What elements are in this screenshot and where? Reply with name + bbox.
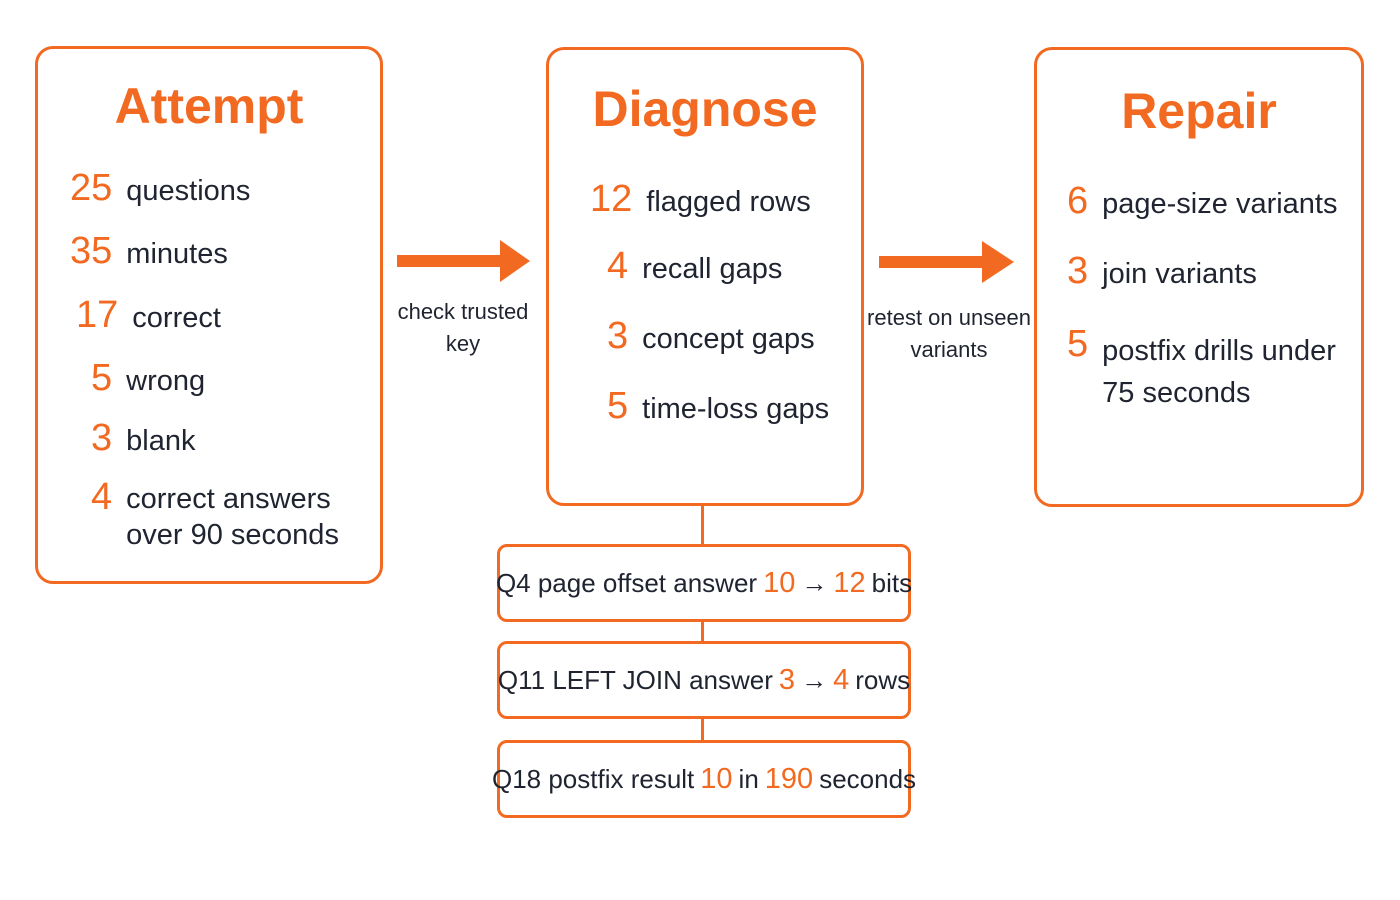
diagnose-box: Diagnose 12 flagged rows 4 recall gaps 3… xyxy=(546,47,864,506)
diagnose-item-label: recall gaps xyxy=(642,253,783,285)
flagged-row-unit: rows xyxy=(855,664,911,695)
diagnose-item-flagged-rows: 12 flagged rows xyxy=(590,178,811,221)
attempt-item-minutes: 35 minutes xyxy=(70,230,228,273)
diagnose-item-label: concept gaps xyxy=(642,323,815,355)
diagnose-item-label: time-loss gaps xyxy=(642,393,830,425)
diagnose-title: Diagnose xyxy=(592,81,818,137)
attempt-item-number: 35 xyxy=(70,230,113,272)
flagged-row-q18: Q18 postfix result 10 in 190 seconds xyxy=(492,740,916,818)
repair-item-postfix: 5 postfix drills under 75 seconds xyxy=(1067,324,1336,414)
connector-line xyxy=(701,622,704,642)
attempt-item-label: blank xyxy=(126,425,196,457)
repair-item-label-line1: postfix drills under xyxy=(1102,335,1336,367)
diagnose-item-concept-gaps: 3 concept gaps xyxy=(607,315,815,358)
attempt-item-number: 17 xyxy=(76,294,119,336)
connector-line xyxy=(701,506,704,544)
diagnose-item-number: 12 xyxy=(590,178,633,220)
flagged-row-to-value: 12 xyxy=(833,566,866,599)
flagged-row-time-value: 190 xyxy=(764,762,814,795)
attempt-item-slow-correct: 4 correct answers over 90 seconds xyxy=(91,477,339,553)
diagnose-item-time-loss-gaps: 5 time-loss gaps xyxy=(607,385,829,428)
arrow-label-line1: check trusted xyxy=(397,299,529,324)
flagged-row-from-value: 10 xyxy=(763,566,796,599)
attempt-item-label-line1: correct answers xyxy=(126,483,331,515)
repair-item-label-line2: 75 seconds xyxy=(1102,377,1251,409)
attempt-item-wrong: 5 wrong xyxy=(91,357,205,400)
flagged-row-q4: Q4 page offset answer 10 → 12 bits xyxy=(495,544,913,622)
flagged-row-result-value: 10 xyxy=(700,762,733,795)
flagged-row-from-value: 3 xyxy=(778,663,796,696)
attempt-title: Attempt xyxy=(114,78,304,134)
arrow-label-line2: key xyxy=(445,331,481,356)
arrow-attempt-to-diagnose xyxy=(397,240,530,282)
attempt-item-label: correct xyxy=(132,302,221,334)
repair-item-number: 6 xyxy=(1067,180,1089,222)
arrow-label-retest: retest on unseen variants xyxy=(866,302,1032,366)
arrow-right-icon: → xyxy=(801,664,828,695)
attempt-item-number: 25 xyxy=(70,167,113,209)
flagged-row-unit: bits xyxy=(871,567,913,598)
attempt-item-correct: 17 correct xyxy=(76,294,221,337)
repair-item-number: 5 xyxy=(1067,323,1089,365)
flagged-row-text: Q4 page offset answer xyxy=(495,567,758,598)
arrow-label-line2: variants xyxy=(910,337,988,362)
arrow-diagnose-to-repair xyxy=(879,241,1014,283)
attempt-box: Attempt 25 questions 35 minutes 17 corre… xyxy=(35,46,383,584)
attempt-item-number: 4 xyxy=(91,476,113,518)
repair-item-join: 3 join variants xyxy=(1067,250,1257,293)
repair-item-label: postfix drills under 75 seconds xyxy=(1102,330,1336,414)
repair-item-number: 3 xyxy=(1067,250,1089,292)
attempt-item-number: 5 xyxy=(91,357,113,399)
repair-item-page-size: 6 page-size variants xyxy=(1067,180,1337,223)
diagnose-item-recall-gaps: 4 recall gaps xyxy=(607,245,782,288)
diagnose-item-number: 3 xyxy=(607,315,629,357)
attempt-item-number: 3 xyxy=(91,417,113,459)
repair-item-label: page-size variants xyxy=(1102,188,1338,220)
flagged-row-unit: seconds xyxy=(819,763,917,794)
attempt-item-blank: 3 blank xyxy=(91,417,195,460)
diagnose-item-label: flagged rows xyxy=(646,186,811,218)
attempt-item-label: minutes xyxy=(126,238,228,270)
flagged-row-text: Q18 postfix result xyxy=(491,763,695,794)
attempt-item-label-line2: over 90 seconds xyxy=(126,519,339,551)
attempt-item-label: wrong xyxy=(126,365,206,397)
repair-item-label: join variants xyxy=(1102,258,1257,290)
flagged-row-to-value: 4 xyxy=(833,663,850,696)
repair-title: Repair xyxy=(1121,83,1277,139)
arrow-right-icon: → xyxy=(801,567,828,598)
attempt-item-label: questions xyxy=(126,175,251,207)
connector-line xyxy=(701,718,704,740)
flagged-row-connector-word: in xyxy=(738,763,759,794)
diagnose-item-number: 5 xyxy=(607,385,629,427)
attempt-item-questions: 25 questions xyxy=(70,167,250,210)
flagged-row-q11: Q11 LEFT JOIN answer 3 → 4 rows xyxy=(497,641,911,719)
arrow-label-line1: retest on unseen xyxy=(867,305,1031,330)
flagged-row-text: Q11 LEFT JOIN answer xyxy=(497,664,773,695)
arrow-label-check-key: check trusted key xyxy=(392,296,534,360)
diagnose-item-number: 4 xyxy=(607,245,629,287)
repair-box: Repair 6 page-size variants 3 join varia… xyxy=(1034,47,1364,507)
attempt-item-label: correct answers over 90 seconds xyxy=(126,481,339,553)
